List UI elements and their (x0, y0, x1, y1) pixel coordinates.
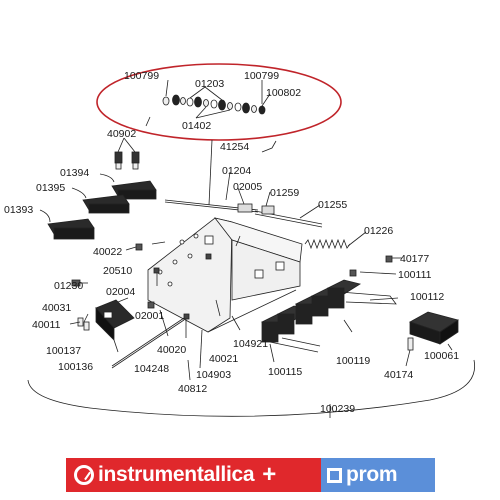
label-100061: 100061 (424, 350, 459, 362)
label-01226: 01226 (364, 225, 393, 237)
part-labels: 100799 01203 100799 100802 01402 40902 4… (4, 70, 459, 415)
label-100136: 100136 (58, 361, 93, 373)
label-40177: 40177 (400, 253, 429, 265)
frame (147, 217, 303, 333)
partner-name: prom (346, 463, 398, 486)
label-100137: 100137 (46, 345, 81, 357)
exploded-parts-diagram: 100799 01203 100799 100802 01402 40902 4… (4, 63, 476, 418)
label-01395: 01395 (36, 182, 65, 194)
label-01203: 01203 (195, 78, 224, 90)
label-01402: 01402 (182, 120, 211, 132)
bolts (71, 235, 414, 367)
label-40020: 40020 (157, 344, 186, 356)
prom-logo-icon (327, 467, 342, 483)
label-100802: 100802 (266, 87, 301, 99)
arc-100239 (27, 359, 476, 417)
label-01255: 01255 (318, 199, 347, 211)
label-40022: 40022 (93, 246, 122, 258)
label-01204: 01204 (222, 165, 251, 177)
label-100115: 100115 (268, 366, 302, 378)
label-01230: 01230 (54, 280, 83, 292)
pedal-pad-100061 (409, 311, 459, 351)
label-20510: 20510 (103, 265, 132, 277)
label-02001: 02001 (135, 310, 164, 322)
label-41254: 41254 (220, 141, 249, 153)
label-100239: 100239 (320, 403, 355, 415)
label-40011: 40011 (32, 319, 61, 331)
brand-name: instrumentallica (98, 463, 255, 486)
label-40174: 40174 (384, 369, 413, 381)
shafts (164, 171, 323, 228)
foot-pads (39, 173, 157, 240)
instrumentallica-logo-icon (74, 465, 94, 485)
label-40812: 40812 (178, 383, 207, 395)
label-100799b: 100799 (244, 70, 279, 82)
plus-sign: + (262, 461, 277, 488)
label-01259: 01259 (270, 187, 299, 199)
label-02005: 02005 (233, 181, 262, 193)
label-104248: 104248 (134, 363, 169, 375)
brand-banner[interactable]: instrumentallica + prom (66, 458, 435, 492)
label-104921: 104921 (233, 338, 268, 350)
label-100119: 100119 (336, 355, 370, 367)
label-104903: 104903 (196, 369, 231, 381)
label-01393: 01393 (4, 204, 33, 216)
bearing-assembly (162, 94, 266, 115)
instrumentallica-section[interactable]: instrumentallica + (66, 458, 321, 492)
label-100111: 100111 (398, 269, 432, 281)
label-100799a: 100799 (124, 70, 159, 82)
bracket-100136 (95, 299, 135, 341)
label-100112: 100112 (410, 291, 444, 303)
spring-01226 (304, 231, 367, 250)
label-40902: 40902 (107, 128, 136, 140)
prom-section[interactable]: prom (321, 458, 435, 492)
label-40031: 40031 (42, 302, 71, 314)
highlight-ellipse (96, 63, 342, 141)
pedal-levers (261, 279, 397, 353)
label-02004: 02004 (106, 286, 135, 298)
label-40021: 40021 (209, 353, 238, 365)
pins-40902 (114, 137, 140, 170)
label-01394: 01394 (60, 167, 89, 179)
